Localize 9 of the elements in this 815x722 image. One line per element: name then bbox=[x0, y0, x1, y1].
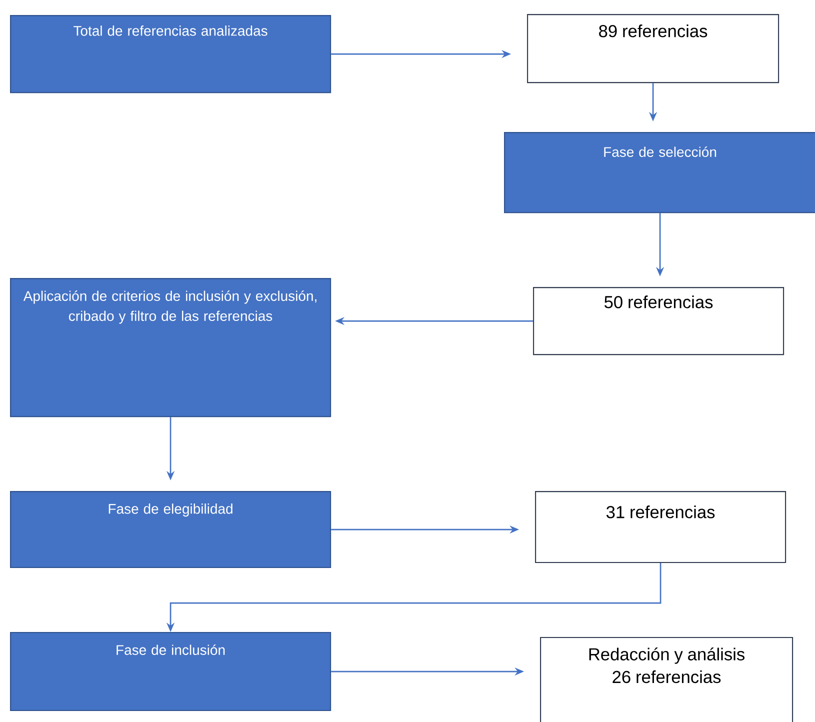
count-box: Redacción y análisis 26 referencias bbox=[540, 637, 794, 722]
phase-box: Aplicación de criterios de inclusión y exclusión, cribado y filtro de las referencias bbox=[10, 278, 332, 418]
phase-box: Fase de elegibilidad bbox=[10, 491, 332, 568]
phase-box: Total de referencias analizadas bbox=[10, 15, 332, 94]
count-box: 50 referencias bbox=[533, 287, 784, 356]
count-box: 31 referencias bbox=[535, 491, 786, 564]
count-box: 89 referencias bbox=[527, 14, 780, 84]
phase-box: Fase de selección bbox=[504, 132, 815, 214]
phase-box: Fase de inclusión bbox=[10, 632, 332, 712]
